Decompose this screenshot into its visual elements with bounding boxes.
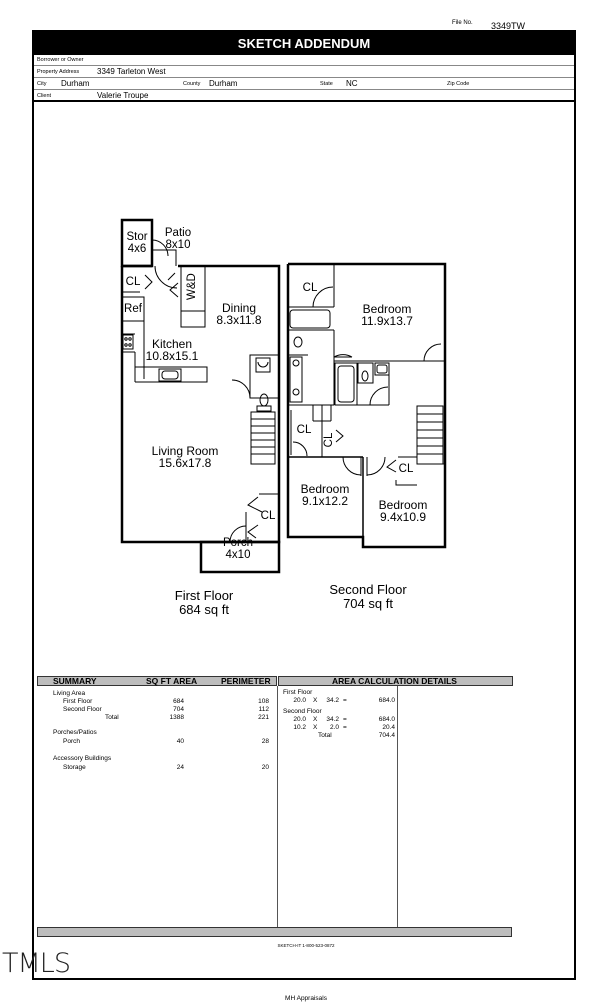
summary-header: SUMMARY	[53, 676, 97, 686]
calc-b: 34.2	[326, 697, 339, 704]
city-label: City	[37, 81, 47, 87]
room-label-closet-master: CL	[302, 282, 318, 294]
details-total-label: Total	[318, 732, 332, 739]
tmls-watermark: TMLS	[2, 948, 71, 979]
borrower-label: Borrower or Owner	[37, 57, 84, 63]
row-label: Second Floor	[63, 706, 102, 713]
appraiser-caption: MH Appraisals	[285, 995, 327, 1002]
footer-bar	[37, 927, 512, 937]
room-label-closet-hall: CL	[296, 424, 312, 436]
group-title-accessory: Accessory Buildings	[53, 755, 112, 762]
calc-eq: =	[343, 724, 347, 731]
row-area: 24	[176, 764, 184, 771]
calc-b: 34.2	[326, 716, 339, 723]
calc-a: 20.0	[293, 697, 306, 704]
group-title-porches: Porches/Patios	[53, 729, 97, 736]
sqft-area-header: SQ FT AREA	[146, 676, 198, 686]
client-label: Client	[37, 93, 52, 99]
row-label: First Floor	[63, 698, 93, 705]
property-address-label: Property Address	[37, 69, 80, 75]
row-perimeter-total: 221	[258, 714, 269, 721]
calc-op: X	[313, 724, 318, 731]
file-no-label: File No.	[452, 20, 473, 26]
row-area: 684	[173, 698, 184, 705]
room-label-closet-kitchen: CL	[125, 276, 141, 288]
room-label-refrigerator: Ref	[124, 303, 142, 315]
second-floor-outline	[286, 262, 447, 549]
row-label-total: Total	[105, 714, 119, 721]
room-label-washer-dryer: W&D	[186, 273, 198, 300]
county-value: Durham	[209, 79, 238, 88]
page-title: SKETCH ADDENDUM	[32, 30, 576, 55]
first-floor-outline	[120, 218, 281, 574]
calc-a: 20.0	[293, 716, 306, 723]
details-title-second-floor: Second Floor	[283, 708, 322, 715]
group-title-living-area: Living Area	[53, 690, 86, 697]
calc-eq: =	[343, 697, 347, 704]
sketch-it-credit: SKETCH-IT 1-800-523-0872	[277, 943, 335, 948]
property-address-row: Property Address 3349 Tarleton West	[34, 67, 574, 78]
calc-eq: =	[343, 716, 347, 723]
calc-result: 684.0	[378, 697, 395, 704]
client-value: Valerie Troupe	[97, 91, 149, 100]
zip-label: Zip Code	[447, 81, 470, 87]
row-area: 704	[173, 706, 184, 713]
perimeter-header: PERIMETER	[221, 676, 271, 686]
calc-op: X	[313, 697, 318, 704]
page-frame	[32, 30, 576, 980]
divider	[397, 686, 398, 927]
file-no-value: 3349TW	[491, 21, 526, 31]
calc-a: 10.2	[293, 724, 306, 731]
calc-op: X	[313, 716, 318, 723]
row-perimeter: 112	[258, 706, 269, 713]
county-label: County	[183, 81, 201, 87]
row-perimeter: 20	[261, 764, 269, 771]
row-label: Storage	[63, 764, 86, 771]
area-details-header-bar: AREA CALCULATION DETAILS	[278, 676, 513, 686]
calc-result: 20.4	[382, 724, 395, 731]
calc-b: 2.0	[329, 724, 339, 731]
room-label-closet-entry: CL	[260, 510, 276, 522]
city-value: Durham	[61, 79, 90, 88]
divider	[277, 686, 278, 927]
summary-header-bar: SUMMARY SQ FT AREA PERIMETER	[37, 676, 277, 686]
details-title-first-floor: First Floor	[283, 689, 313, 696]
room-label-closet-bedroom3: CL	[398, 463, 414, 475]
room-label-closet-linen: CL	[323, 432, 335, 448]
row-area-total: 1388	[169, 714, 184, 721]
row-label: Porch	[63, 738, 80, 745]
borrower-row: Borrower or Owner	[34, 55, 574, 66]
details-total-value: 704.4	[378, 732, 395, 739]
calc-result: 684.0	[378, 716, 395, 723]
city-row: City Durham County Durham State NC Zip C…	[34, 79, 574, 90]
state-value: NC	[346, 79, 358, 88]
client-row: Client Valerie Troupe	[34, 91, 574, 102]
state-label: State	[320, 81, 333, 87]
property-address-value: 3349 Tarleton West	[97, 67, 166, 76]
row-perimeter: 108	[258, 698, 269, 705]
row-area: 40	[176, 738, 184, 745]
area-details-header: AREA CALCULATION DETAILS	[332, 676, 457, 686]
row-perimeter: 28	[261, 738, 269, 745]
